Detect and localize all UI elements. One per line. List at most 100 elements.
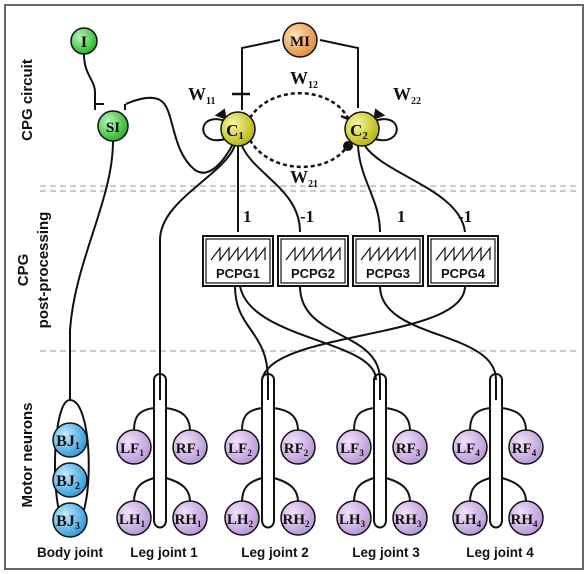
svg-text:RH1: RH1: [175, 512, 203, 529]
wire-mi-c1: [241, 39, 281, 110]
svg-text:LF4: LF4: [456, 441, 480, 458]
svg-text:RH3: RH3: [395, 512, 423, 529]
leg-node-lf-4: LF4: [452, 429, 488, 465]
wire-i-si: [83, 53, 104, 105]
node-modulation: MI: [282, 22, 318, 58]
svg-text:LF3: LF3: [340, 441, 364, 458]
arrow-w11: [214, 108, 227, 120]
loop-w22: [371, 118, 398, 142]
label-leg-joint-1: Leg joint 1: [130, 545, 198, 560]
label-leg-joint-2: Leg joint 2: [241, 545, 309, 560]
section-cpg-circuit: CPG circuit: [19, 59, 36, 141]
sawtooth-icon: [435, 246, 491, 262]
leg-node-rh-2: RH2: [280, 500, 316, 536]
svg-text:LF1: LF1: [120, 441, 144, 458]
leg-node-lf-1: LF1: [116, 429, 152, 465]
wire-pcpg3-leg4: [379, 285, 497, 400]
loop-w11: [202, 118, 229, 142]
wire-c1-si: [125, 96, 236, 174]
svg-text:C2: C2: [350, 121, 368, 142]
svg-text:BJ1: BJ1: [56, 433, 80, 452]
node-c2: C2: [344, 111, 380, 147]
leg-bundles: [133, 373, 527, 529]
node-input: I: [70, 27, 98, 55]
leg-node-lf-2: LF2: [224, 429, 260, 465]
label-w11: W11: [188, 84, 215, 107]
wire-c1-pcpg2: [241, 145, 301, 233]
svg-text:I: I: [81, 34, 87, 51]
section-post-processing-1: CPG: [15, 254, 32, 287]
leg-node-rh-3: RH3: [392, 500, 428, 536]
arrow-w22: [373, 108, 386, 120]
label-w12: W12: [290, 68, 318, 91]
leg-node-rf-1: RF1: [172, 429, 208, 465]
leg-node-lh-3: LH3: [336, 500, 372, 536]
pcpg-label: PCPG3: [366, 266, 410, 281]
pcpg-box-2: PCPG2: [277, 235, 349, 287]
wire-c2-pcpg4: [364, 145, 466, 233]
svg-text:LF2: LF2: [228, 441, 252, 458]
leg-node-lh-1: LH1: [116, 500, 152, 536]
sawtooth-icon: [210, 246, 266, 262]
label-leg-joint-4: Leg joint 4: [466, 545, 534, 560]
arc-w21: [248, 139, 350, 169]
wire-c2-pcpg3: [357, 145, 381, 233]
svg-text:LH1: LH1: [119, 512, 146, 529]
node-c1: C1: [220, 111, 256, 147]
multiplier-3: 1: [397, 207, 406, 226]
sawtooth-icon: [360, 246, 416, 262]
outer-frame: [4, 4, 584, 570]
leg-node-rh-1: RH1: [172, 500, 208, 536]
svg-text:RH4: RH4: [511, 512, 539, 529]
sawtooth-icon: [285, 246, 341, 262]
body-joint-node-2: BJ2: [52, 462, 88, 498]
svg-text:MI: MI: [290, 34, 310, 50]
label-body-joint: Body joint: [37, 545, 103, 560]
multiplier-4: -1: [458, 207, 472, 226]
svg-text:LH4: LH4: [455, 512, 482, 529]
wire-si-bj: [69, 140, 114, 400]
svg-text:RF3: RF3: [396, 441, 421, 458]
label-leg-joint-3: Leg joint 3: [352, 545, 420, 560]
pcpg-box-1: PCPG1: [202, 235, 274, 287]
svg-text:BJ3: BJ3: [56, 513, 80, 532]
arc-w12: [248, 92, 350, 119]
wire-c1-leg1: [159, 144, 236, 400]
pcpg-box-4: PCPG4: [427, 235, 499, 287]
svg-text:LH3: LH3: [339, 512, 366, 529]
bundle-loop-2: [261, 373, 275, 529]
node-sensory: SI: [97, 110, 129, 142]
wire-pcpg2-leg3: [299, 285, 381, 400]
bundle-loop-1: [153, 373, 167, 529]
svg-text:LH2: LH2: [227, 512, 254, 529]
svg-text:RF2: RF2: [284, 441, 309, 458]
pcpg-box-3: PCPG3: [352, 235, 424, 287]
leg-node-rf-3: RF3: [392, 429, 428, 465]
section-post-processing-2: post-processing: [35, 212, 52, 329]
leg-node-lf-3: LF3: [336, 429, 372, 465]
pcpg-label: PCPG2: [291, 266, 335, 281]
connection-wires: [54, 39, 497, 532]
leg-node-rf-2: RF2: [280, 429, 316, 465]
multiplier-2: -1: [300, 207, 314, 226]
leg-node-lh-4: LH4: [452, 500, 488, 536]
svg-text:BJ2: BJ2: [56, 473, 80, 492]
section-motor-neurons: Motor neurons: [19, 403, 36, 508]
svg-text:RF4: RF4: [512, 441, 537, 458]
bundle-loop-4: [489, 373, 503, 529]
bundle-loop-3: [373, 373, 387, 529]
leg-node-lh-2: LH2: [224, 500, 260, 536]
svg-text:RH2: RH2: [283, 512, 311, 529]
leg-node-rf-4: RF4: [508, 429, 544, 465]
body-joint-node-1: BJ1: [52, 422, 88, 458]
label-w22: W22: [393, 84, 421, 107]
body-joint-node-3: BJ3: [52, 502, 88, 538]
wire-mi-c2: [319, 39, 359, 108]
wire-pcpg1-leg2: [234, 285, 269, 400]
leg-node-rh-4: RH4: [508, 500, 544, 536]
